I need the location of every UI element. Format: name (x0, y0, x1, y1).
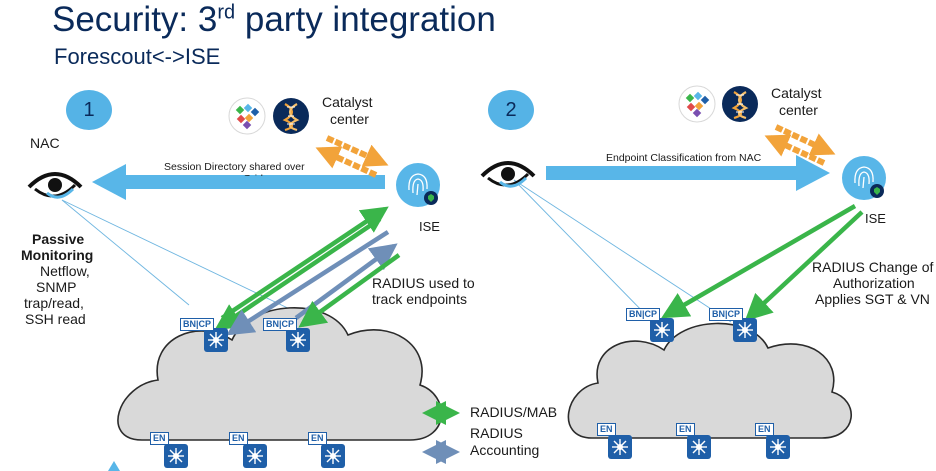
passive-monitoring-title-line2: Monitoring (21, 247, 94, 263)
title-rest: party integration (235, 0, 496, 39)
radius-arrows-left (214, 206, 401, 336)
coa-label-line2: Authorization (833, 275, 915, 291)
legend-accounting-label-line1: RADIUS (470, 425, 523, 441)
en-label: EN (150, 432, 169, 445)
bn-cp-switch-icon (732, 317, 758, 343)
radius-track-label-line1: RADIUS used to (372, 275, 475, 291)
step-badge-1: 1 (66, 90, 112, 130)
en-label: EN (229, 432, 248, 445)
en-label: EN (755, 423, 774, 436)
step-badge-2: 2 (488, 90, 534, 130)
catalyst-label-line2: center (330, 111, 369, 127)
ise-icon (841, 155, 887, 201)
bn-cp-label: BN|CP (263, 318, 298, 331)
legend-accounting-label-line2: Accounting (470, 442, 540, 458)
catalyst-center-icon (228, 97, 266, 135)
fabric-cloud-right (567, 322, 853, 439)
classification-label: Endpoint Classification from NAC (606, 152, 762, 164)
passive-item: Netflow, (40, 263, 90, 279)
radius-track-label-line2: track endpoints (372, 291, 467, 307)
coa-arrows-right (661, 204, 864, 322)
coa-label-line3: Applies SGT & VN (815, 291, 930, 307)
bn-cp-switch-icon (649, 317, 675, 343)
passive-monitoring-title-line1: Passive (32, 231, 85, 247)
passive-item: SSH read (25, 311, 86, 327)
en-switch-icon (320, 443, 346, 469)
bn-cp-label: BN|CP (180, 318, 215, 331)
session-directory-arrow (92, 164, 385, 200)
coa-label-line1: RADIUS Change of (812, 259, 934, 275)
ise-label: ISE (419, 219, 440, 234)
bn-cp-label: BN|CP (626, 308, 661, 321)
title-main: Security: 3 (52, 0, 218, 39)
ise-label: ISE (865, 211, 886, 226)
decorative-arrow-tip (108, 461, 120, 471)
ise-icon (395, 162, 441, 208)
catalyst-center-icon (678, 85, 716, 123)
nac-eye-icon (480, 161, 536, 189)
session-directory-label: Session Directory shared over (164, 161, 305, 173)
en-switch-icon (242, 443, 268, 469)
bn-cp-switch-icon (203, 327, 229, 353)
dna-helix-icon (720, 84, 760, 124)
dna-helix-icon (271, 96, 311, 136)
session-directory-label-line2: pxGrid (232, 172, 263, 176)
title-superscript: rd (217, 1, 236, 24)
en-switch-icon (607, 434, 633, 460)
nac-eye-icon (27, 172, 83, 200)
classification-arrow (546, 155, 830, 191)
catalyst-label-line1: Catalyst (322, 94, 373, 110)
fabric-cloud-left (117, 306, 443, 441)
passive-item: SNMP (36, 279, 77, 295)
en-switch-icon (163, 443, 189, 469)
en-label: EN (597, 423, 616, 436)
catalyst-label-line1: Catalyst (771, 85, 822, 101)
catalyst-ise-exchange-left (315, 135, 389, 178)
nac-label: NAC (30, 135, 60, 151)
passive-item: trap/read, (24, 295, 84, 311)
legend-mab-label: RADIUS/MAB (470, 404, 558, 420)
en-switch-icon (765, 434, 791, 460)
bn-cp-label: BN|CP (709, 308, 744, 321)
page-subtitle: Forescout<->ISE (54, 44, 221, 69)
bn-cp-switch-icon (285, 327, 311, 353)
nac-links-left (61, 199, 297, 313)
page-title: Security: 3rd party integration (52, 0, 496, 40)
catalyst-ise-exchange-right (764, 124, 836, 166)
nac-links-right (513, 179, 732, 323)
catalyst-label-line2: center (779, 102, 818, 118)
en-label: EN (676, 423, 695, 436)
en-label: EN (308, 432, 327, 445)
en-switch-icon (686, 434, 712, 460)
